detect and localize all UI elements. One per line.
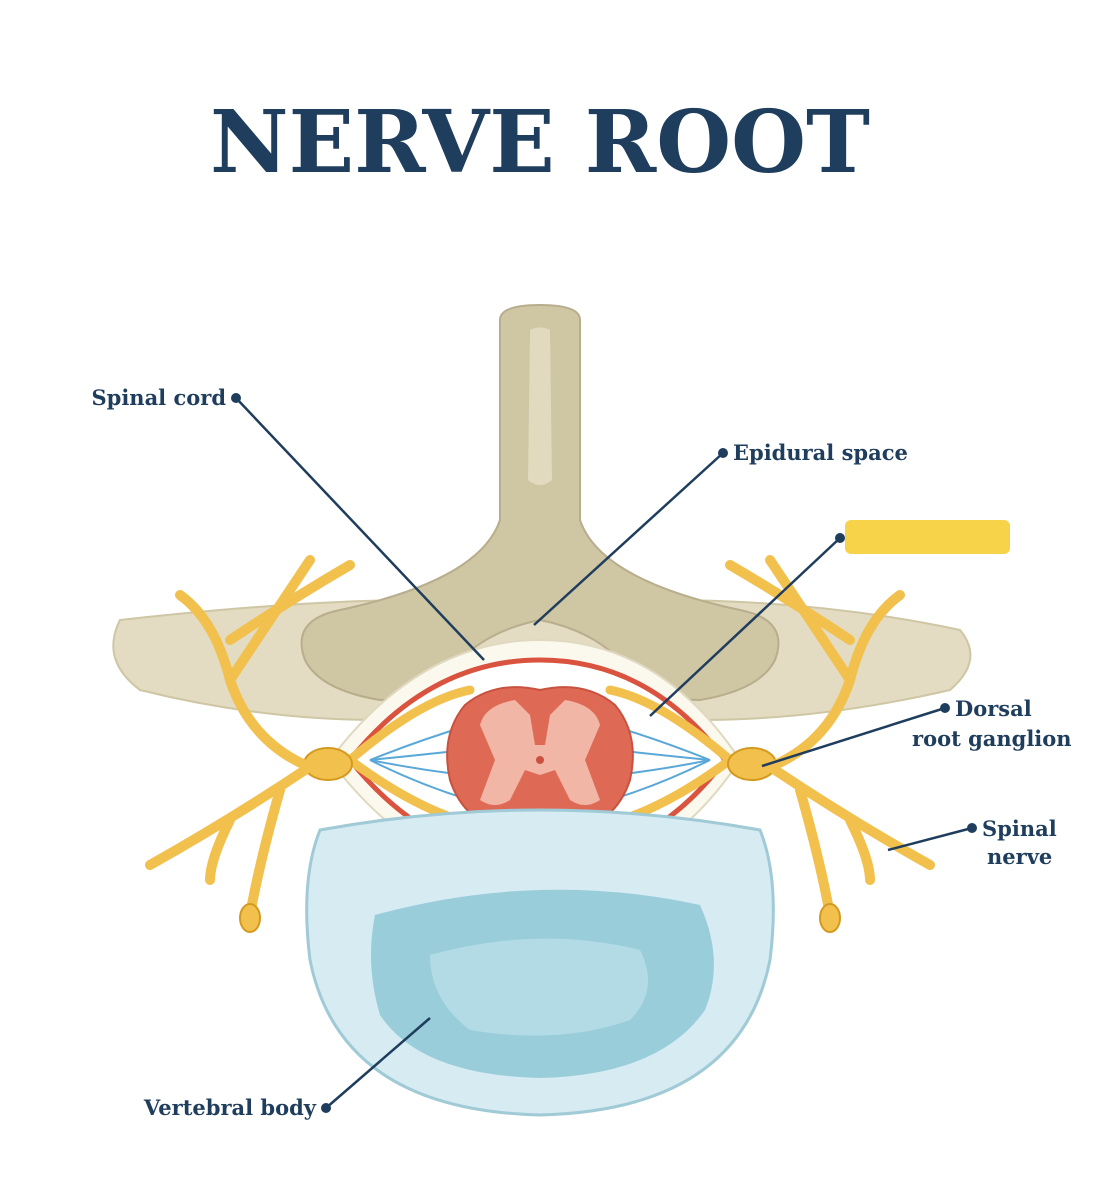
label-spinal-cord: Spinal cord [91,385,226,410]
label-dorsal-root-ganglion-line2: root ganglion [912,726,1072,751]
spinal-nerves [145,555,935,920]
label-vertebral-body: Vertebral body [143,1095,317,1120]
label-spinal-nerve-line2: nerve [987,844,1052,869]
highlight-bar [845,520,1010,554]
label-dorsal-root-ganglion-line1: Dorsal [955,696,1032,721]
label-epidural-space: Epidural space [733,440,908,465]
dorsal-root-ganglion-left [303,747,353,781]
leader-lines [235,397,973,1109]
nerve-ends [239,903,841,933]
label-spinal-nerve-line1: Spinal [982,816,1057,841]
spinous-process-highlight [528,327,552,485]
diagram-title: NERVE ROOT [210,92,870,193]
leader-dots [231,393,977,1113]
central-canal [536,756,544,764]
grey-matter [480,700,600,805]
vertebral-body-highlight [430,938,648,1036]
